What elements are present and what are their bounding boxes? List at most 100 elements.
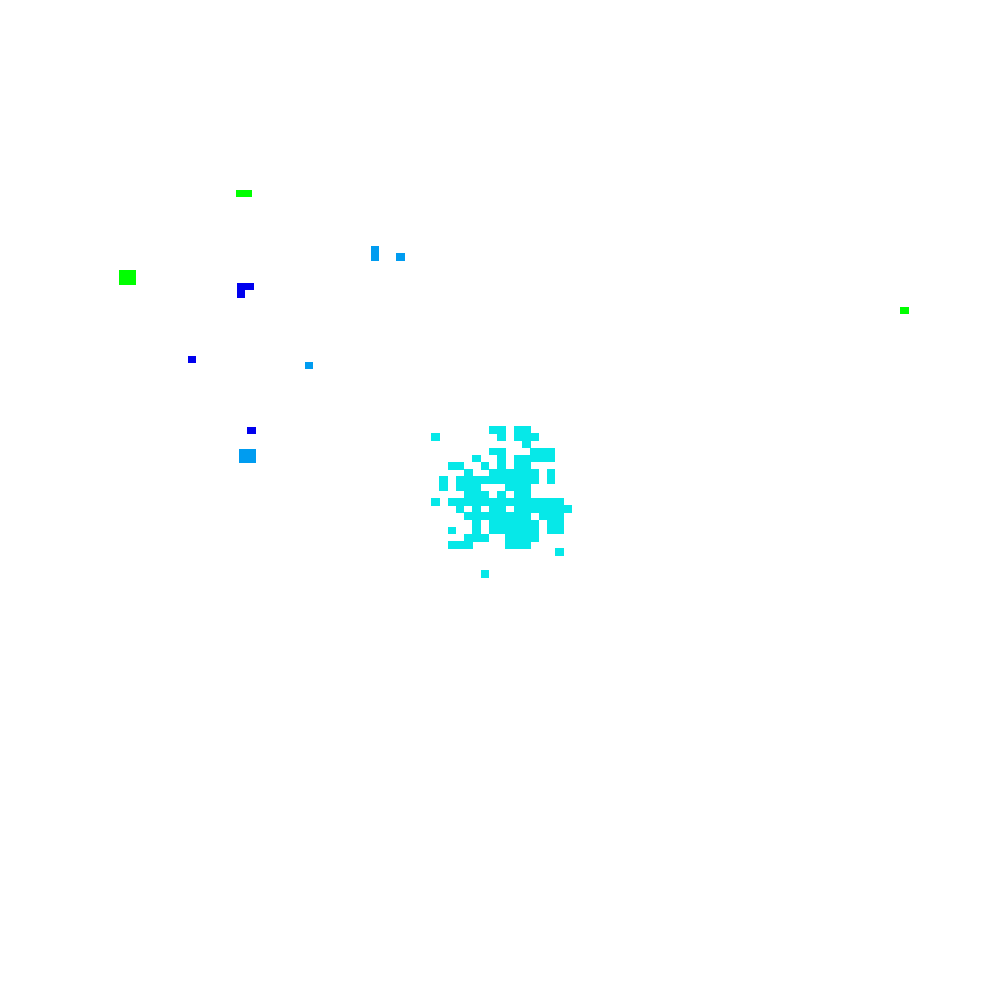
- cyan-cluster-cell: [455, 476, 465, 484]
- cyan-cluster-cell: [472, 534, 482, 542]
- cyan-cluster-cell: [522, 426, 531, 434]
- cyan-cluster-cell: [522, 512, 531, 520]
- cyan-cluster-cell: [522, 505, 531, 513]
- cyan-cluster-cell: [480, 490, 490, 499]
- cyan-cluster-cell: [497, 447, 506, 456]
- cyan-cluster-cell: [439, 483, 448, 492]
- cyan-cluster-cell: [488, 512, 498, 520]
- cyan-cluster-cell: [555, 548, 564, 556]
- cyan-cluster-cell: [530, 433, 539, 441]
- cyan-cluster-cell: [455, 505, 465, 513]
- cyan-cluster-cell: [555, 498, 564, 506]
- cyan-cluster-cell: [488, 447, 498, 456]
- light-blue-block: [396, 253, 405, 261]
- cyan-cluster-cell: [513, 519, 523, 528]
- light-blue-block: [371, 246, 379, 261]
- cyan-cluster-cell: [480, 534, 490, 542]
- cyan-cluster-cell: [530, 498, 539, 506]
- cyan-cluster-cell: [513, 512, 523, 520]
- cyan-cluster-cell: [522, 541, 531, 549]
- cyan-cluster-cell: [472, 476, 482, 484]
- cyan-cluster-cell: [530, 534, 539, 542]
- cyan-cluster-cell: [538, 512, 548, 520]
- cyan-cluster-cell: [513, 426, 523, 434]
- cyan-cluster-cell: [472, 512, 482, 520]
- cyan-cluster-cell: [538, 447, 548, 456]
- cyan-cluster-cell: [455, 498, 465, 506]
- cyan-cluster-cell: [464, 541, 473, 549]
- cyan-cluster-cell: [522, 498, 531, 506]
- cyan-cluster-cell: [472, 505, 482, 513]
- cyan-cluster-cell: [546, 454, 556, 463]
- cyan-cluster-cell: [464, 534, 473, 542]
- cyan-cluster-cell: [555, 526, 564, 535]
- cyan-cluster-cell: [505, 483, 515, 492]
- cyan-cluster-cell: [497, 498, 506, 506]
- cyan-cluster-cell: [513, 490, 523, 499]
- cyan-cluster-cell: [472, 498, 482, 506]
- cyan-cluster-cell: [497, 476, 506, 484]
- cyan-cluster-cell: [455, 541, 465, 549]
- cyan-cluster-cell: [455, 483, 465, 492]
- cyan-cluster-cell: [447, 462, 457, 470]
- cyan-cluster-cell: [464, 476, 473, 484]
- cyan-cluster-cell: [513, 526, 523, 535]
- cyan-cluster-cell: [488, 426, 498, 434]
- cyan-cluster-cell: [522, 433, 531, 441]
- cyan-cluster-cell: [513, 534, 523, 542]
- cyan-cluster-cell: [513, 505, 523, 513]
- cyan-cluster-cell: [505, 512, 515, 520]
- cyan-cluster-cell: [538, 454, 548, 463]
- cyan-cluster-cell: [530, 526, 539, 535]
- cyan-cluster-cell: [480, 462, 490, 470]
- cyan-cluster-cell: [522, 534, 531, 542]
- cyan-cluster-cell: [431, 498, 440, 506]
- cyan-cluster-cell: [497, 462, 506, 470]
- cyan-cluster-cell: [513, 476, 523, 484]
- green-block: [236, 190, 252, 197]
- cyan-cluster-cell: [497, 512, 506, 520]
- cyan-cluster-cell: [522, 483, 531, 492]
- cyan-cluster-cell: [530, 469, 539, 477]
- cyan-cluster-cell: [513, 462, 523, 470]
- cyan-cluster-cell: [530, 505, 539, 513]
- light-blue-block: [305, 362, 313, 369]
- cyan-cluster-cell: [431, 433, 440, 441]
- cyan-cluster-cell: [455, 462, 465, 470]
- cyan-cluster-cell: [497, 490, 506, 499]
- cyan-cluster-cell: [464, 512, 473, 520]
- green-block: [900, 307, 909, 314]
- cyan-cluster-cell: [480, 570, 490, 578]
- cyan-cluster-cell: [530, 476, 539, 484]
- cyan-cluster-cell: [555, 512, 564, 520]
- cyan-cluster-cell: [546, 447, 556, 456]
- blue-block: [237, 283, 254, 290]
- cyan-cluster-cell: [472, 490, 482, 499]
- cyan-cluster-cell: [505, 534, 515, 542]
- cyan-cluster-cell: [555, 519, 564, 528]
- cyan-cluster-cell: [472, 519, 482, 528]
- cyan-cluster-cell: [439, 476, 448, 484]
- cyan-cluster-cell: [480, 476, 490, 484]
- cyan-cluster-cell: [497, 454, 506, 463]
- cyan-cluster-cell: [546, 498, 556, 506]
- light-blue-block: [239, 449, 256, 463]
- cyan-cluster-cell: [497, 469, 506, 477]
- cyan-cluster-cell: [488, 498, 498, 506]
- cyan-cluster-cell: [522, 476, 531, 484]
- cyan-cluster-cell: [480, 512, 490, 520]
- cyan-cluster-cell: [522, 454, 531, 463]
- cyan-cluster-cell: [480, 498, 490, 506]
- cyan-cluster-cell: [505, 469, 515, 477]
- cyan-cluster-cell: [546, 505, 556, 513]
- cyan-cluster-cell: [530, 454, 539, 463]
- cyan-cluster-cell: [513, 498, 523, 506]
- cyan-cluster-cell: [505, 526, 515, 535]
- green-block: [119, 270, 136, 285]
- cyan-cluster-cell: [472, 483, 482, 492]
- cyan-cluster-cell: [488, 476, 498, 484]
- cyan-cluster-cell: [488, 469, 498, 477]
- blue-block: [247, 427, 256, 434]
- cyan-cluster-cell: [530, 447, 539, 456]
